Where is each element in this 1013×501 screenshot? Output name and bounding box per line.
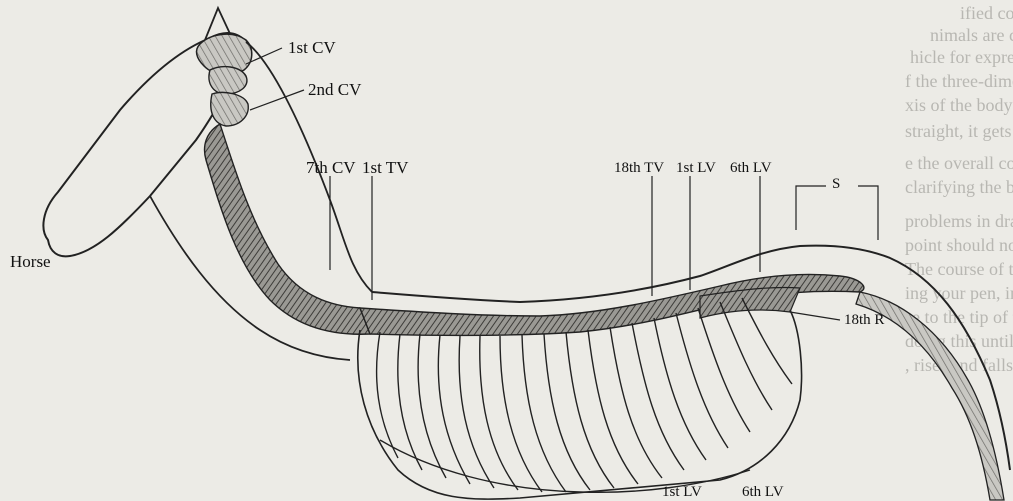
label-1st-tv: 1st TV [362, 158, 408, 178]
label-2nd-cv: 2nd CV [308, 80, 361, 100]
label-7th-cv: 7th CV [306, 158, 356, 178]
axis-vertebra [211, 92, 248, 126]
label-sacrum: S [832, 176, 840, 193]
atlas-vertebra [209, 67, 247, 94]
label-1st-lv-top: 1st LV [676, 160, 716, 177]
label-18th-tv: 18th TV [614, 160, 664, 177]
label-18th-r: 18th R [844, 312, 884, 329]
label-6th-lv-bottom: 6th LV [742, 484, 784, 501]
label-1st-cv: 1st CV [288, 38, 336, 58]
neck-spine [205, 124, 370, 334]
label-6th-lv-top: 6th LV [730, 160, 772, 177]
label-horse: Horse [10, 252, 51, 272]
label-1st-lv-bottom: 1st LV [662, 484, 702, 501]
